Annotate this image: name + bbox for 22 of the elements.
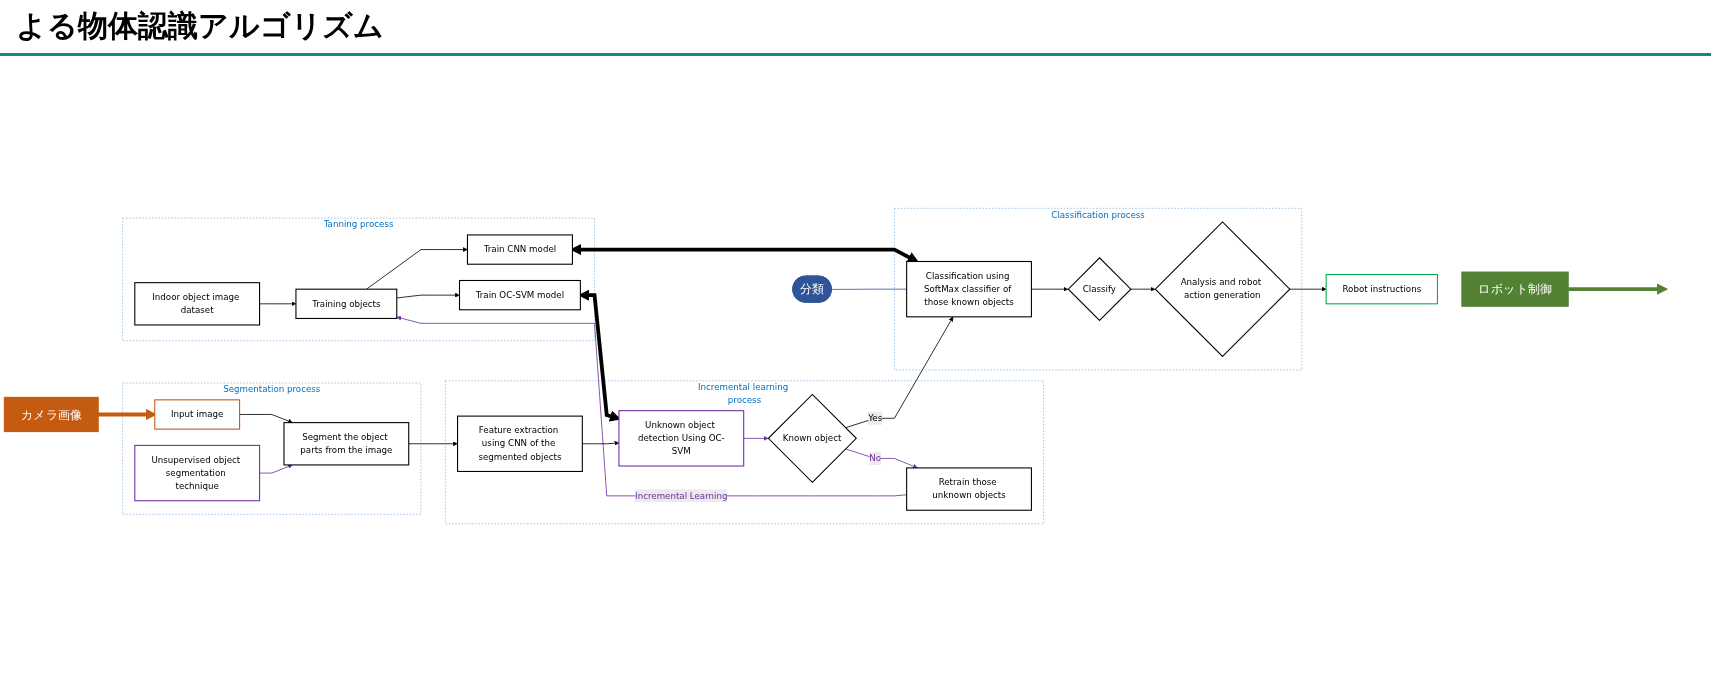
node-diamond: Classify: [1067, 257, 1132, 322]
node-diamond: Analysis and robot action generation: [1154, 221, 1291, 358]
node-box: Unknown object detection Using OC-SVM: [618, 410, 745, 467]
edge-label: Yes: [868, 412, 883, 424]
node-box: Train CNN model: [466, 234, 573, 265]
node-box: Unsupervised object segmentation technique: [134, 444, 261, 502]
node-box: ロボット制御: [1461, 271, 1569, 307]
node-box: Training objects: [295, 288, 398, 319]
node-box: Feature extraction using CNN of the segmented objects: [457, 415, 583, 472]
edge-label: Incremental Learning: [635, 490, 728, 501]
node-box: Indoor object image dataset: [134, 282, 261, 326]
node-box: カメラ画像: [3, 396, 99, 433]
node-box: Retrain those unknown objects: [906, 467, 1032, 511]
arrow: [1568, 283, 1669, 295]
node-box: Train OC-SVM model: [458, 279, 581, 311]
node-box: Robot instructions: [1325, 273, 1438, 305]
edge-label: No: [869, 452, 882, 464]
title: よる物体認識アルゴリズム: [0, 0, 1711, 56]
node-box: Segment the object parts from the image: [283, 422, 410, 466]
node-box: Input image: [154, 399, 241, 430]
node-box: Classification using SoftMax classifier of those known objects: [906, 260, 1032, 318]
node-diamond: Known object: [767, 393, 858, 483]
